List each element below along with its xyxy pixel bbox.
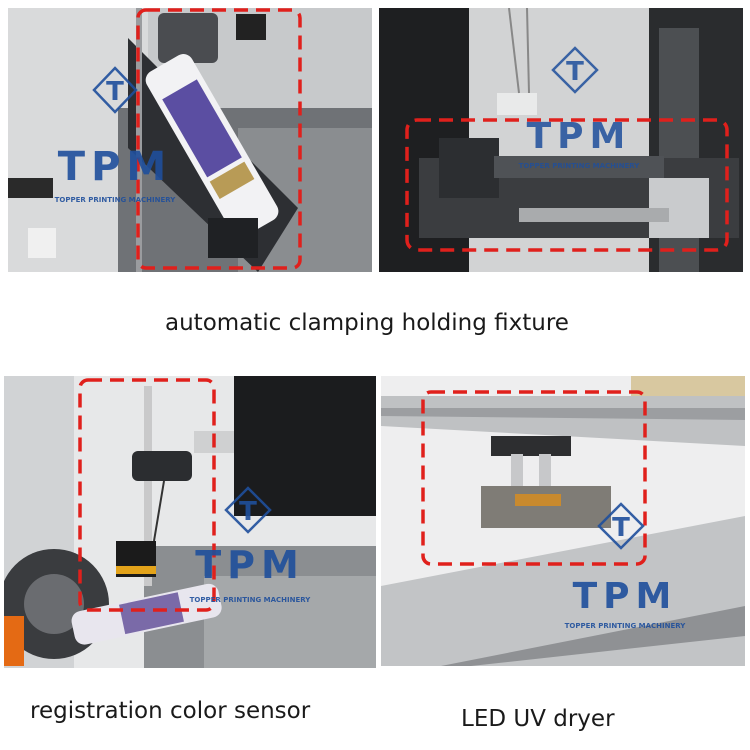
photo-led-uv-dryer: T TPM TOPPER PRINTING MACHINERY bbox=[381, 376, 745, 666]
photo-clamping-fixture-horizontal: T TPM TOPPER PRINTING MACHINERY bbox=[379, 8, 743, 272]
highlight-box bbox=[78, 378, 216, 612]
caption-registration-sensor: registration color sensor bbox=[30, 698, 311, 724]
svg-text:TPM: TPM bbox=[527, 116, 632, 157]
svg-text:T: T bbox=[239, 497, 257, 527]
svg-text:TPM: TPM bbox=[573, 576, 678, 617]
svg-text:TOPPER PRINTING MACHINERY: TOPPER PRINTING MACHINERY bbox=[190, 596, 312, 604]
tpm-watermark: T TPM TOPPER PRINTING MACHINERY bbox=[55, 66, 177, 204]
photo-registration-sensor: T TPM TOPPER PRINTING MACHINERY bbox=[4, 376, 376, 668]
svg-text:T: T bbox=[106, 77, 124, 107]
svg-text:TOPPER PRINTING MACHINERY: TOPPER PRINTING MACHINERY bbox=[565, 622, 687, 630]
svg-text:TPM: TPM bbox=[58, 144, 172, 190]
svg-text:T: T bbox=[612, 513, 630, 543]
tpm-watermark: T TPM TOPPER PRINTING MACHINERY bbox=[519, 46, 641, 170]
svg-text:TPM: TPM bbox=[195, 543, 305, 587]
highlight-box bbox=[421, 390, 647, 566]
tpm-watermark: T TPM TOPPER PRINTING MACHINERY bbox=[190, 486, 312, 604]
photo-clamping-fixture-vertical: T TPM TOPPER PRINTING MACHINERY bbox=[8, 8, 372, 272]
caption-led-uv-dryer: LED UV dryer bbox=[461, 706, 615, 732]
tpm-watermark: T TPM TOPPER PRINTING MACHINERY bbox=[565, 502, 687, 630]
svg-text:T: T bbox=[566, 57, 584, 87]
caption-clamping-fixture: automatic clamping holding fixture bbox=[165, 310, 569, 336]
svg-text:TOPPER PRINTING MACHINERY: TOPPER PRINTING MACHINERY bbox=[55, 196, 177, 204]
highlight-box bbox=[136, 8, 302, 270]
svg-text:TOPPER PRINTING MACHINERY: TOPPER PRINTING MACHINERY bbox=[519, 162, 641, 170]
